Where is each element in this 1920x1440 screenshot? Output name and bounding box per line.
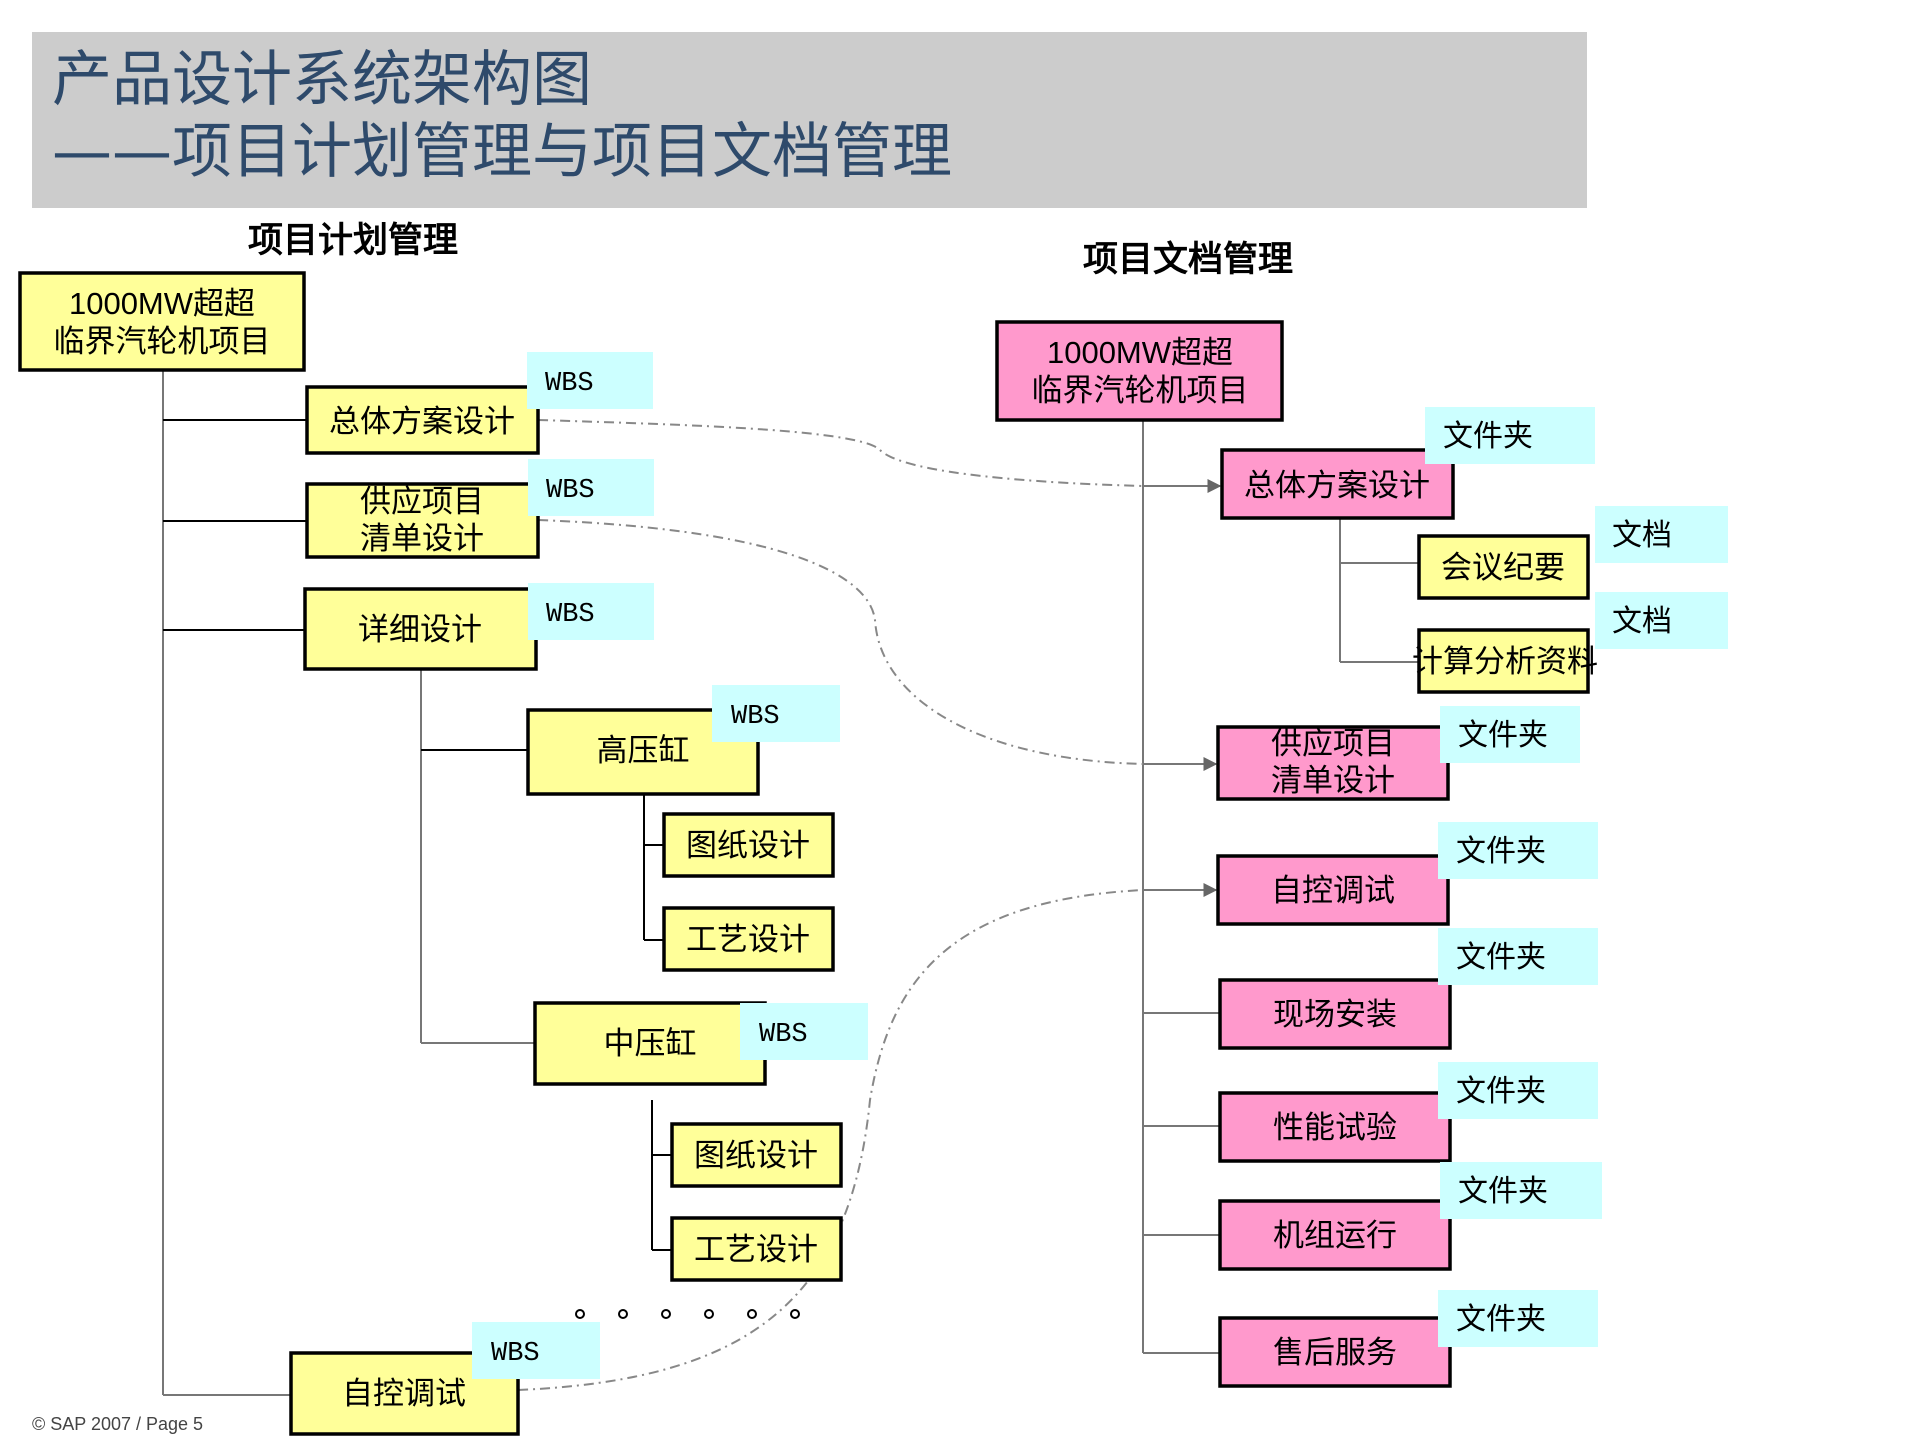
plan-node-ip-process-label: 工艺设计 [694,1232,818,1268]
docs-root-line2: 临界汽轮机项目 [1032,373,1249,409]
svg-text:WBS: WBS [759,1020,808,1050]
docs-node-autoctrl-label: 自控调试 [1271,873,1395,909]
folder-tag-supply: 文件夹 [1440,706,1580,763]
docs-node-minutes[interactable]: 会议纪要 [1417,534,1590,600]
docs-node-install-label: 现场安装 [1273,997,1397,1033]
svg-text:WBS: WBS [545,369,594,399]
svg-text:WBS: WBS [491,1339,540,1369]
plan-root-line2: 临界汽轮机项目 [54,324,271,360]
wbs-tag-supply: WBS [528,459,654,516]
docs-node-minutes-label: 会议纪要 [1441,550,1565,586]
wbs-tag-hp: WBS [712,685,840,742]
folder-tag-overall: 文件夹 [1425,407,1595,464]
plan-tree-connectors [162,370,672,1396]
docs-node-calc-label: 计算分析资料 [1412,644,1598,680]
plan-node-ip-label: 中压缸 [604,1026,697,1062]
wbs-tag-detail: WBS [528,583,654,640]
docs-node-autoctrl[interactable]: 自控调试 [1216,854,1450,926]
plan-node-supply-label-2: 清单设计 [360,521,484,557]
plan-node-hp[interactable]: 高压缸 [526,708,760,796]
docs-root-line1: 1000MW超超 [1047,335,1233,370]
docs-node-calc[interactable]: 计算分析资料 [1412,628,1598,694]
folder-tag-run: 文件夹 [1440,1162,1602,1219]
docs-node-supply[interactable]: 供应项目 清单设计 [1216,725,1450,801]
link-overall [537,419,1144,487]
plan-ellipsis [575,1309,800,1319]
docs-node-perf[interactable]: 性能试验 [1218,1091,1452,1163]
plan-node-overall[interactable]: 总体方案设计 [305,385,540,455]
svg-text:WBS: WBS [546,476,595,506]
plan-node-ip[interactable]: 中压缸 [533,1001,767,1086]
docs-node-install[interactable]: 现场安装 [1218,978,1452,1050]
doc-tag-minutes: 文档 [1595,506,1728,563]
plan-node-supply[interactable]: 供应项目 清单设计 [305,482,540,559]
docs-node-service[interactable]: 售后服务 [1218,1316,1452,1388]
docs-node-run[interactable]: 机组运行 [1218,1199,1452,1271]
svg-text:文件夹: 文件夹 [1456,1074,1546,1109]
svg-text:文件夹: 文件夹 [1443,419,1533,454]
plan-root-node[interactable]: 1000MW超超 临界汽轮机项目 [18,271,306,372]
docs-root-node[interactable]: 1000MW超超 临界汽轮机项目 [995,320,1284,422]
plan-node-hp-drawing[interactable]: 图纸设计 [662,812,835,878]
svg-text:文件夹: 文件夹 [1456,940,1546,975]
folder-tag-perf: 文件夹 [1438,1062,1598,1119]
folder-tag-autoctrl: 文件夹 [1438,822,1598,879]
plan-node-hp-process[interactable]: 工艺设计 [662,906,835,972]
docs-node-run-label: 机组运行 [1273,1218,1397,1254]
plan-node-hp-process-label: 工艺设计 [686,922,810,958]
wbs-tag-autoctrl: WBS [472,1322,600,1379]
folder-tag-install: 文件夹 [1438,928,1598,985]
plan-node-ip-drawing[interactable]: 图纸设计 [670,1122,843,1188]
svg-text:文件夹: 文件夹 [1458,718,1548,753]
plan-node-autoctrl[interactable]: 自控调试 [289,1351,520,1436]
docs-node-supply-label-2: 清单设计 [1271,763,1395,799]
link-autoctrl [517,889,1144,1391]
plan-node-detail[interactable]: 详细设计 [303,587,538,671]
svg-text:文档: 文档 [1612,604,1672,639]
footer-copyright: © SAP 2007 / Page 5 [32,1414,203,1434]
docs-section-heading: 项目文档管理 [1083,239,1293,280]
docs-node-supply-label-1: 供应项目 [1271,726,1395,762]
plan-node-ip-drawing-label: 图纸设计 [694,1138,818,1174]
link-supply [537,519,1144,765]
page-title: 产品设计系统架构图 [52,45,592,115]
wbs-tag-overall: WBS [527,352,653,409]
plan-node-hp-drawing-label: 图纸设计 [686,828,810,864]
docs-tree-connectors [1142,420,1419,1354]
svg-text:WBS: WBS [546,600,595,630]
svg-text:文件夹: 文件夹 [1456,834,1546,869]
docs-node-overall-label: 总体方案设计 [1244,468,1430,504]
docs-node-service-label: 售后服务 [1273,1335,1397,1371]
mapping-links [517,419,1144,1391]
page-subtitle: ——项目计划管理与项目文档管理 [52,117,952,187]
plan-node-ip-process[interactable]: 工艺设计 [670,1216,843,1282]
title-band [32,32,1587,208]
docs-node-perf-label: 性能试验 [1273,1110,1397,1146]
docs-node-overall[interactable]: 总体方案设计 [1220,448,1455,520]
svg-text:文件夹: 文件夹 [1456,1302,1546,1337]
plan-root-line1: 1000MW超超 [69,286,255,321]
svg-text:文件夹: 文件夹 [1458,1174,1548,1209]
plan-node-hp-label: 高压缸 [597,733,690,769]
plan-node-overall-label: 总体方案设计 [329,404,515,440]
doc-tag-calc: 文档 [1595,592,1728,649]
svg-text:WBS: WBS [731,702,780,732]
plan-node-supply-label-1: 供应项目 [360,484,484,520]
svg-text:文档: 文档 [1612,518,1672,553]
wbs-tag-ip: WBS [740,1003,868,1060]
plan-node-detail-label: 详细设计 [358,612,482,648]
plan-node-autoctrl-label: 自控调试 [342,1376,466,1412]
plan-section-heading: 项目计划管理 [248,220,458,261]
folder-tag-service: 文件夹 [1438,1290,1598,1347]
